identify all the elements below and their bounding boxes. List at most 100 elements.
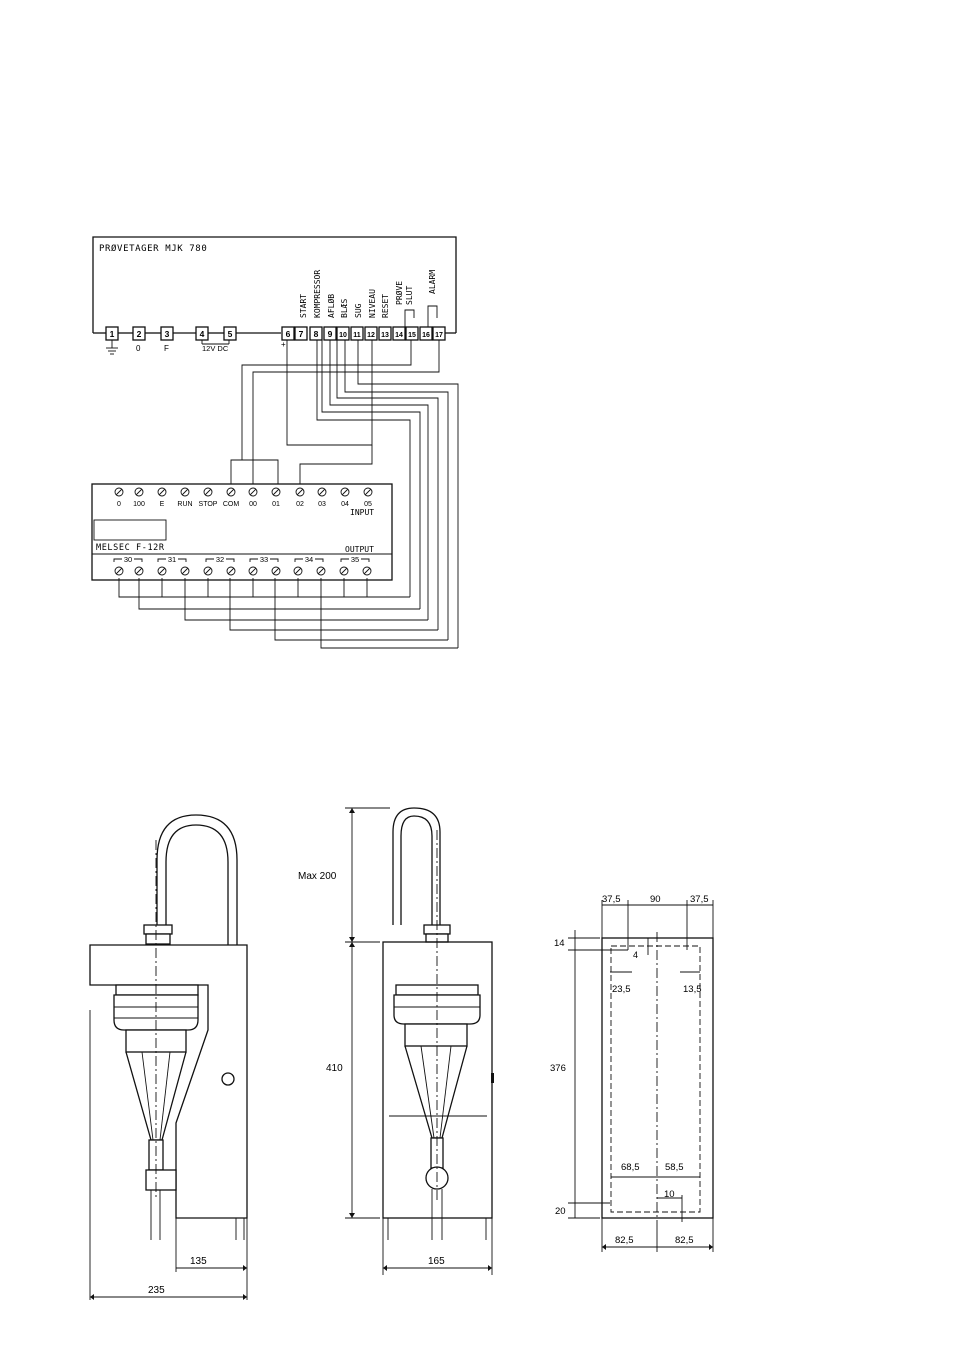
terminal-label: 5	[228, 329, 233, 339]
plc-input-label: 03	[318, 501, 326, 508]
terminal-11: 11	[350, 326, 364, 341]
plc-output-screw	[362, 566, 372, 576]
signal-reset: RESET	[381, 294, 390, 318]
terminal-label: 10	[339, 332, 347, 339]
terminal-10: 10	[336, 326, 350, 341]
plc-output-screw	[293, 566, 303, 576]
terminal-label: 13	[381, 332, 389, 339]
plc-input-02: 02	[295, 487, 305, 508]
plc-output-screw	[203, 566, 213, 576]
terminal-8: 8	[309, 326, 323, 341]
signal-aflob: AFLØB	[326, 294, 336, 318]
mounting-drawing: 37,5 90 37,5 14 376 20 4 23,5 13,5 68,5 …	[550, 894, 714, 1252]
terminal-2: 2	[132, 326, 146, 341]
signal-niveau: NIVEAU	[368, 289, 377, 318]
terminal-label: 4	[200, 329, 205, 339]
terminal-label: 1	[110, 329, 115, 339]
terminal-label: 11	[353, 332, 361, 339]
label-0: 0	[136, 344, 141, 353]
plc-output-screw	[157, 566, 167, 576]
plc-output-screw	[248, 566, 258, 576]
plc-output-screw	[226, 566, 236, 576]
plc-input-label: 100	[133, 501, 145, 508]
plc-output-label: OUTPUT	[345, 545, 374, 554]
plc-input-STOP: STOP	[199, 487, 218, 508]
plc-output-group-35: 35	[340, 555, 370, 564]
provetager-box	[92, 236, 457, 333]
terminal-3: 3	[160, 326, 174, 341]
plc-input-label: STOP	[199, 501, 218, 508]
signal-start: START	[299, 294, 308, 318]
dim-side-depth: 135	[190, 1256, 207, 1267]
terminal-14: 14	[392, 326, 406, 341]
plc-input-04: 04	[340, 487, 350, 508]
plc-input-label: COM	[223, 501, 240, 508]
plc-output-group-label: 33	[260, 555, 268, 564]
plc-input-RUN: RUN	[177, 487, 193, 508]
plc-input-E: E	[157, 487, 167, 508]
plc-input-03: 03	[317, 487, 327, 508]
terminal-7: 7	[294, 326, 308, 341]
plc-input-05: 05	[363, 487, 373, 508]
dim-small-4: 4	[633, 950, 638, 960]
plc-input-label: 02	[296, 501, 304, 508]
plc-output-group-label: 35	[351, 555, 359, 564]
plc-output-screw	[134, 566, 144, 576]
label-12v-dc: 12V DC	[202, 344, 229, 353]
terminal-1: 1	[105, 326, 119, 341]
terminal-label: 16	[422, 332, 430, 339]
dim-top-1: 37,5	[602, 894, 621, 905]
terminal-label: 2	[137, 329, 142, 339]
terminal-label: 6	[286, 329, 291, 339]
device-title: PRØVETAGER MJK 780	[99, 243, 207, 254]
plc-input-label: 04	[341, 501, 349, 508]
dim-top-3: 37,5	[690, 894, 709, 905]
dim-h-top: 14	[554, 938, 565, 949]
dim-bottom-left: 82,5	[615, 1235, 634, 1246]
plc-box	[91, 483, 393, 581]
terminal-label: 12	[367, 332, 375, 339]
plc-output-group-30: 30	[113, 555, 143, 564]
plc-input-label: E	[160, 501, 165, 508]
wires	[118, 340, 459, 649]
dim-front-width: 165	[428, 1256, 445, 1267]
plc-output-screw	[271, 566, 281, 576]
terminal-16: 16	[419, 326, 433, 341]
plc-input-00: 00	[248, 487, 258, 508]
terminal-label: 3	[165, 329, 170, 339]
terminal-4: 4	[195, 326, 209, 341]
plc-input-label: 0	[117, 501, 121, 508]
plc-output-group-34: 34	[294, 555, 324, 564]
terminal-label: 7	[299, 329, 304, 339]
plc-output-screw	[339, 566, 349, 576]
plc-input-label: 05	[364, 501, 372, 508]
plc-output-group-label: 31	[168, 555, 176, 564]
terminal-6: 6	[281, 326, 295, 341]
signal-blaes: BLÆS	[340, 299, 349, 318]
plc-input-100: 100	[133, 487, 145, 508]
terminal-15: 15	[405, 326, 419, 341]
signal-alarm: ALARM	[428, 270, 437, 294]
plc-input-COM: COM	[223, 487, 240, 508]
plc-output-group-32: 32	[205, 555, 235, 564]
plc-output-group-33: 33	[249, 555, 279, 564]
plc-output-screw	[114, 566, 124, 576]
terminal-label: 15	[408, 332, 416, 339]
terminal-9: 9	[323, 326, 337, 341]
plc-input-label: 00	[249, 501, 257, 508]
plc-output-group-label: 32	[216, 555, 224, 564]
dim-side-width: 235	[148, 1285, 165, 1296]
side-view: 135 235	[89, 814, 248, 1300]
signal-prove: PRØVE	[394, 281, 404, 305]
signal-sug: SUG	[354, 303, 363, 318]
plc-display	[93, 519, 167, 541]
dim-inset-left: 23,5	[612, 984, 631, 995]
plc-output-screw	[180, 566, 190, 576]
terminal-12: 12	[364, 326, 378, 341]
terminal-label: 17	[435, 332, 443, 339]
plc-output-screw	[316, 566, 326, 576]
